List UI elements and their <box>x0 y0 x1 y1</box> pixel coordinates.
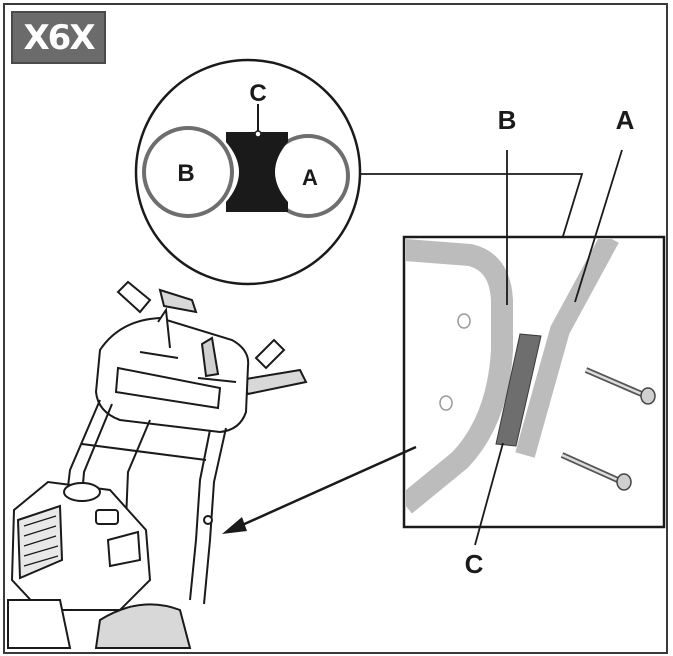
callout-dot-c <box>254 130 262 138</box>
model-badge: X6X <box>11 11 106 64</box>
leader-c <box>474 442 504 546</box>
ring-b <box>142 126 234 218</box>
grip-left <box>158 288 198 314</box>
detail-callout: C B A <box>134 58 362 286</box>
profile-a <box>515 239 619 458</box>
inset-pointer-line <box>239 445 417 528</box>
hole-lower <box>439 395 453 411</box>
frame-rail-right-inner <box>203 427 227 605</box>
frame-rail-right-outer <box>189 429 211 601</box>
engine-cover <box>106 530 142 568</box>
handle-right <box>254 338 286 370</box>
profile-b <box>406 239 513 514</box>
inset-label-b: B <box>498 105 517 135</box>
engine-fin-lines <box>23 515 59 567</box>
callout-label-a: A <box>302 165 318 190</box>
inset-pointer-arrowhead <box>222 517 247 534</box>
inset-detail <box>402 149 666 546</box>
fuel-cap <box>63 482 101 502</box>
callout-label-b: B <box>177 160 194 187</box>
hourglass-separator <box>226 132 288 212</box>
panel-slot-right <box>197 377 237 383</box>
grip-right <box>238 368 308 396</box>
frame-bolt <box>203 515 213 525</box>
auger-housing <box>7 599 72 649</box>
chute-lever <box>157 307 171 349</box>
snow-blower-illustration <box>7 280 308 649</box>
hole-upper <box>457 313 471 329</box>
inset-label-c: C <box>465 549 484 579</box>
wheel <box>94 603 192 649</box>
callout-label-c: C <box>249 80 266 107</box>
handle-left <box>116 280 152 314</box>
bolt-upper <box>584 367 656 405</box>
panel-face <box>114 366 222 410</box>
control-lever <box>200 336 220 378</box>
strip-c <box>495 333 542 447</box>
bolt-lower <box>560 452 632 491</box>
cross-bar <box>81 443 207 461</box>
panel-slot-left <box>139 351 179 359</box>
inset-label-a: A <box>616 105 635 135</box>
leader-a <box>574 149 623 303</box>
frame-rail-center <box>125 419 151 521</box>
engine-switch <box>95 509 119 525</box>
